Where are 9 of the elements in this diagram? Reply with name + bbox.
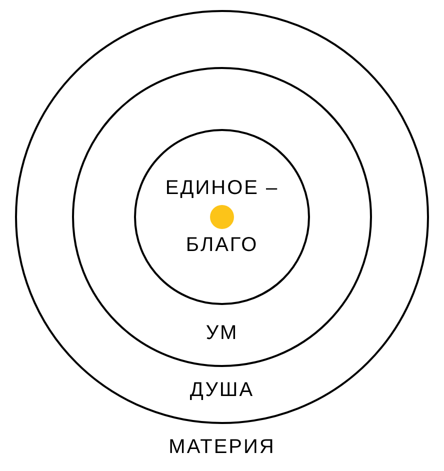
circle-label: УМ	[204, 321, 240, 345]
inner-circle	[134, 129, 310, 305]
dot	[210, 205, 234, 229]
middle-circle	[72, 67, 372, 367]
circle-label: ЕДИНОЕ –	[164, 176, 280, 200]
outer-circle	[15, 10, 429, 424]
circle-label: БЛАГО	[184, 233, 260, 257]
outside-label: МАТЕРИЯ	[168, 435, 276, 459]
circle-label: ДУША	[188, 378, 256, 402]
